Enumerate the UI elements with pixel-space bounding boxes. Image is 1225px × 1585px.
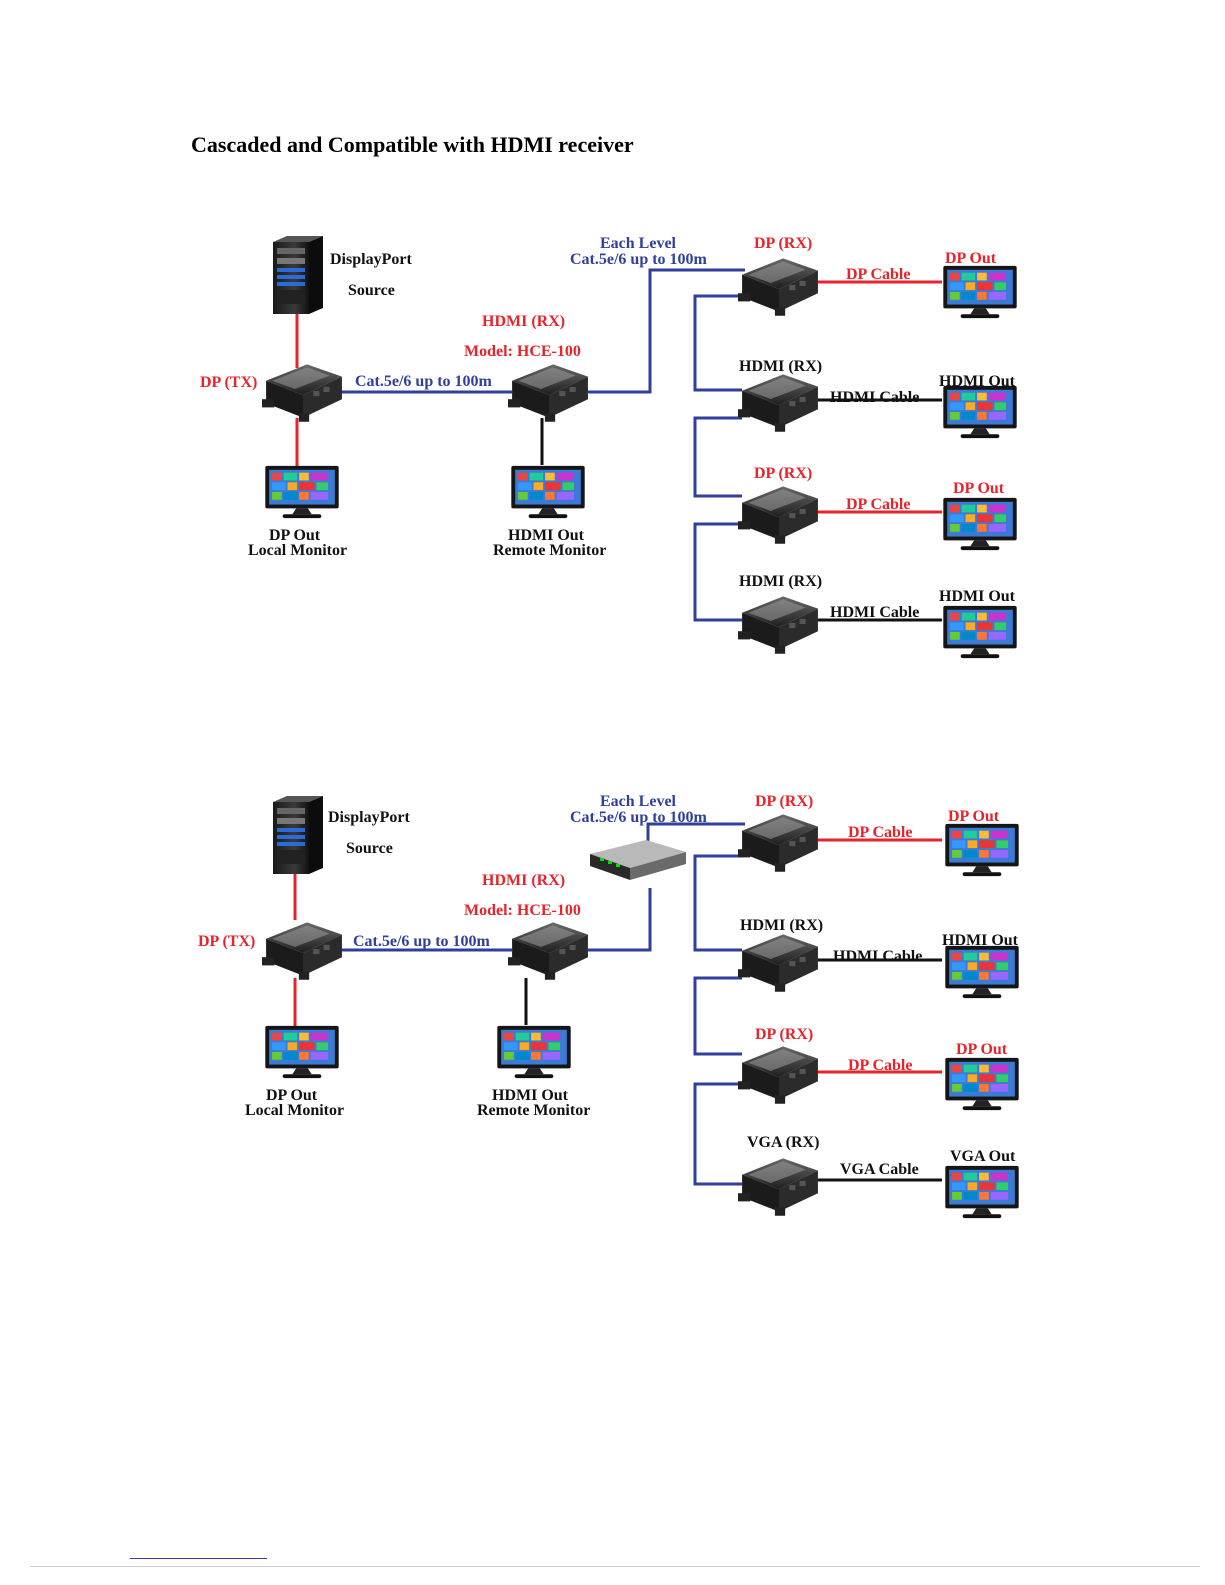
out-2-label: HDMI Out (942, 932, 1019, 949)
cable-2-label: HDMI Cable (830, 389, 919, 406)
receiver-1-label: DP (RX) (754, 235, 812, 252)
receiver-4-icon (738, 596, 818, 654)
out-4-label: HDMI Out (939, 588, 1016, 605)
link-label: Cat.5e/6 up to 100m (355, 373, 493, 390)
footer-link-underline (130, 1558, 267, 1559)
receiver-2-label: HDMI (RX) (739, 358, 822, 375)
source-label-1: DisplayPort (328, 809, 410, 826)
pc-tower-icon (273, 236, 323, 314)
hdmi-receiver-icon (508, 922, 588, 980)
dp-transmitter-icon (262, 922, 342, 980)
remote-monitor-icon (497, 1025, 571, 1079)
source-label-1: DisplayPort (330, 251, 412, 268)
each-level-label-2: Cat.5e/6 up to 100m (570, 251, 708, 268)
page-bottom-divider (30, 1566, 1200, 1567)
local-monitor-label-2: Local Monitor (248, 542, 347, 559)
local-monitor-label-1: DP Out (266, 1087, 318, 1104)
remote-monitor-label-2: Remote Monitor (477, 1102, 590, 1119)
receiver-3-icon (738, 1046, 818, 1104)
receiver-3-label: DP (RX) (755, 1026, 813, 1043)
receiver-1-icon (738, 258, 818, 316)
each-level-label-1: Each Level (600, 793, 677, 810)
cable-1-label: DP Cable (846, 266, 910, 283)
out-1-label: DP Out (948, 808, 1000, 825)
receiver-4-label: VGA (RX) (747, 1134, 819, 1151)
hdmi-rx-label: HDMI (RX) (482, 872, 565, 889)
out-3-label: DP Out (956, 1041, 1008, 1058)
receiver-4-label: HDMI (RX) (739, 573, 822, 590)
cables (295, 268, 942, 622)
remote-monitor-icon (511, 465, 585, 519)
output-monitor-1-icon (943, 265, 1017, 319)
receiver-2-label: HDMI (RX) (740, 917, 823, 934)
output-monitor-2-icon (945, 945, 1019, 999)
link-label: Cat.5e/6 up to 100m (353, 933, 491, 950)
hdmi-receiver-icon (508, 364, 588, 422)
each-level-label-1: Each Level (600, 235, 677, 252)
cables (293, 822, 942, 1186)
cable-4-label: VGA Cable (840, 1161, 919, 1178)
cascade-diagram-hdmi: DisplayPort Source DP (TX) Cat.5e/6 up t… (200, 235, 1017, 659)
output-monitor-4-icon (945, 1165, 1019, 1219)
cable-4-label: HDMI Cable (830, 604, 919, 621)
output-monitor-3-icon (945, 1057, 1019, 1111)
cable-2-label: HDMI Cable (833, 948, 922, 965)
local-monitor-icon (265, 465, 339, 519)
each-level-label-2: Cat.5e/6 up to 100m (570, 809, 708, 826)
out-2-label: HDMI Out (939, 373, 1016, 390)
pc-tower-icon (273, 796, 323, 874)
cable-3-label: DP Cable (848, 1057, 912, 1074)
receiver-3-icon (738, 486, 818, 544)
receiver-2-icon (738, 934, 818, 992)
receiver-3-label: DP (RX) (754, 465, 812, 482)
out-1-label: DP Out (945, 250, 997, 267)
receiver-4-icon (738, 1158, 818, 1216)
receiver-1-label: DP (RX) (755, 793, 813, 810)
cascade-diagram-switch: DisplayPort Source DP (TX) Cat.5e/6 up t… (198, 793, 1019, 1219)
receiver-2-icon (738, 374, 818, 432)
cable-1-label: DP Cable (848, 824, 912, 841)
remote-monitor-label-1: HDMI Out (492, 1087, 569, 1104)
source-label-2: Source (346, 840, 393, 857)
hdmi-rx-label: HDMI (RX) (482, 313, 565, 330)
local-monitor-label-1: DP Out (269, 527, 321, 544)
network-switch-icon (590, 840, 686, 880)
out-3-label: DP Out (953, 480, 1005, 497)
cable-3-label: DP Cable (846, 496, 910, 513)
tx-label: DP (TX) (200, 374, 257, 391)
tx-label: DP (TX) (198, 933, 255, 950)
receiver-1-icon (738, 814, 818, 872)
local-monitor-icon (265, 1025, 339, 1079)
output-monitor-1-icon (945, 823, 1019, 877)
out-4-label: VGA Out (950, 1148, 1016, 1165)
remote-monitor-label-2: Remote Monitor (493, 542, 606, 559)
model-label: Model: HCE-100 (464, 343, 581, 360)
model-label: Model: HCE-100 (464, 902, 581, 919)
remote-monitor-label-1: HDMI Out (508, 527, 585, 544)
output-monitor-4-icon (943, 605, 1017, 659)
dp-transmitter-icon (262, 364, 342, 422)
page-title: Cascaded and Compatible with HDMI receiv… (191, 132, 634, 157)
output-monitor-2-icon (943, 385, 1017, 439)
source-label-2: Source (348, 282, 395, 299)
output-monitor-3-icon (943, 497, 1017, 551)
local-monitor-label-2: Local Monitor (245, 1102, 344, 1119)
